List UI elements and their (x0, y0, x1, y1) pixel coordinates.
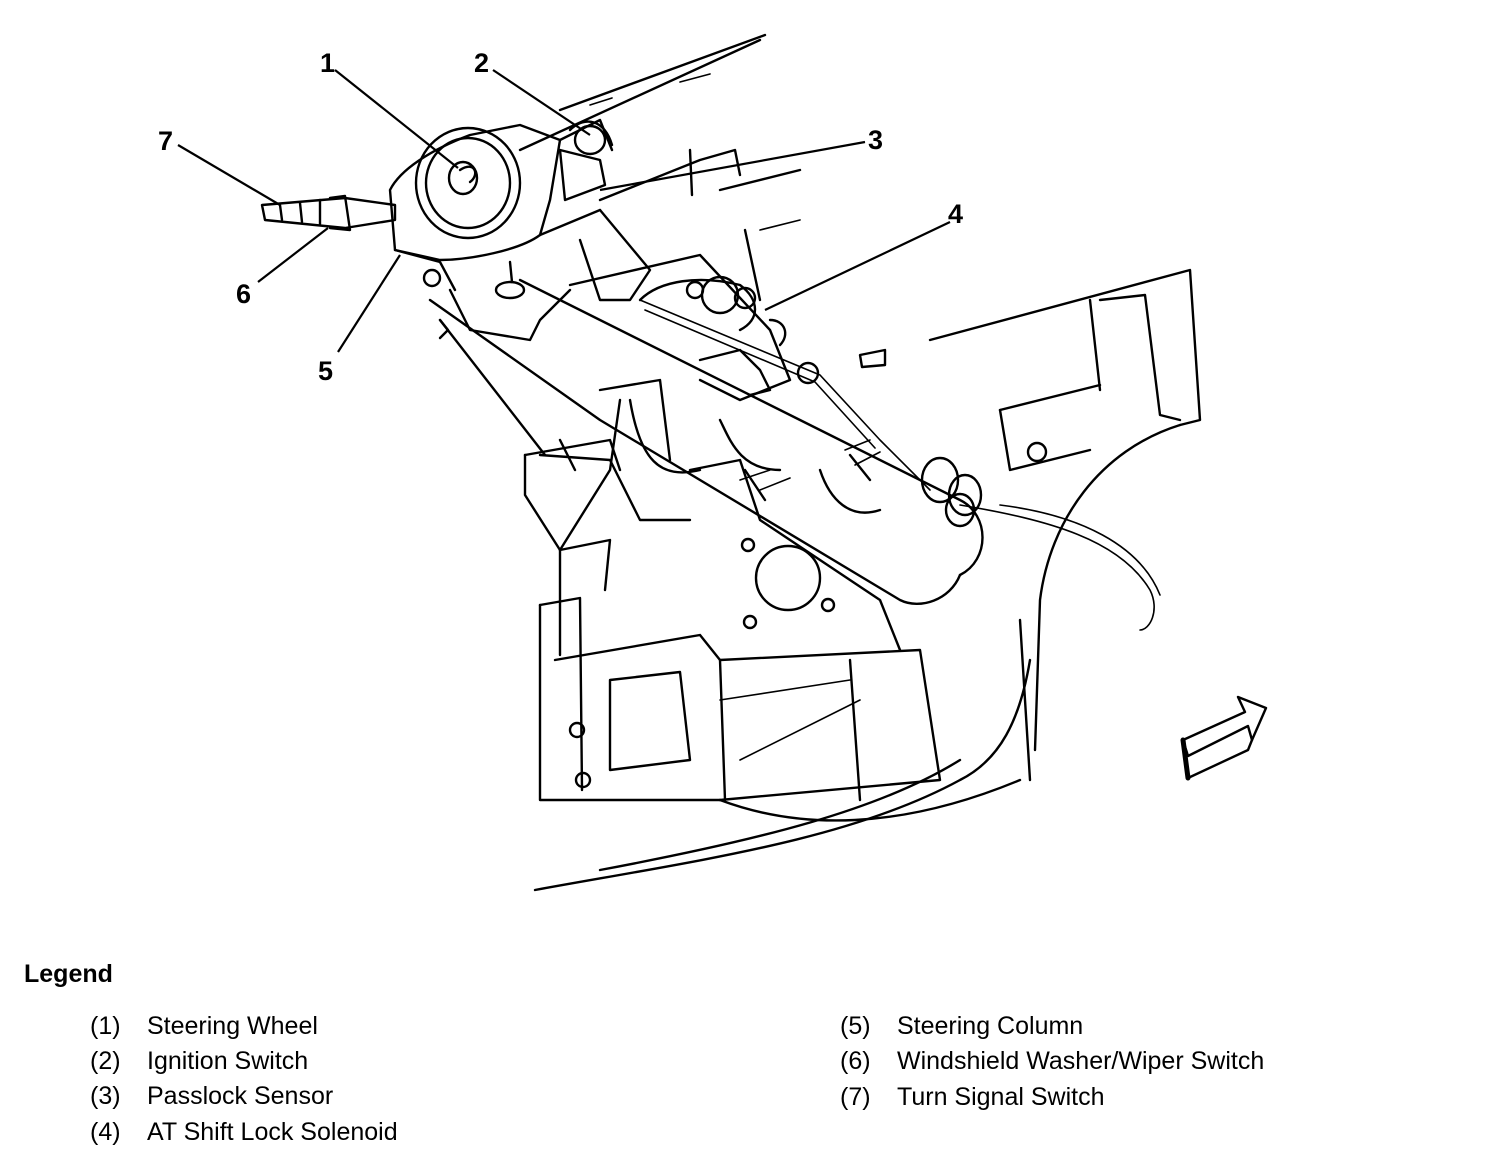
callout-1: 1 (320, 48, 335, 78)
forward-direction-arrow (1180, 695, 1268, 781)
legend-label: Turn Signal Switch (897, 1083, 1105, 1111)
legend-num: (4) (90, 1118, 121, 1146)
column-head (388, 118, 652, 342)
callout-5: 5 (318, 356, 333, 386)
legend-label: AT Shift Lock Solenoid (147, 1118, 398, 1146)
legend-num: (5) (840, 1012, 871, 1040)
legend-num: (6) (840, 1047, 871, 1075)
callout-7: 7 (158, 126, 173, 156)
callout-labels: 1 2 3 4 5 6 7 (158, 48, 963, 386)
steering-column (428, 278, 984, 605)
legend-num: (2) (90, 1047, 121, 1075)
legend-label: Ignition Switch (147, 1047, 309, 1075)
support-bracket (523, 378, 942, 802)
legend-label: Passlock Sensor (147, 1082, 334, 1110)
legend-num: (7) (840, 1083, 871, 1111)
legend-label: Steering Wheel (147, 1012, 318, 1040)
callout-4: 4 (948, 199, 963, 229)
legend-title: Legend (24, 960, 113, 988)
body-panel (928, 268, 1202, 752)
callout-2: 2 (474, 48, 489, 78)
callout-6: 6 (236, 279, 251, 309)
callout-leaders (177, 69, 951, 353)
shift-lock-solenoid-assembly (568, 253, 931, 491)
legend-label: Windshield Washer/Wiper Switch (897, 1047, 1265, 1075)
multifunction-stalk (260, 194, 397, 232)
floor-panel (533, 618, 1032, 892)
legend-num: (1) (90, 1012, 121, 1040)
steering-column-diagram: 1 2 3 4 5 6 7 (158, 33, 1268, 892)
callout-3: 3 (868, 125, 883, 155)
legend-num: (3) (90, 1082, 121, 1110)
legend-label: Steering Column (897, 1012, 1084, 1040)
